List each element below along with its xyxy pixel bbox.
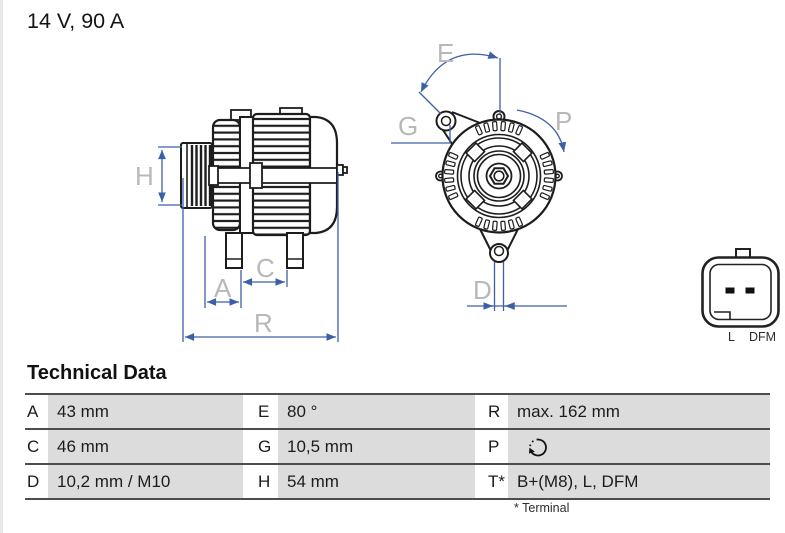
connector-outline bbox=[701, 256, 780, 328]
cell-key-E: E bbox=[243, 395, 278, 428]
cell-key-T: T* bbox=[475, 465, 508, 498]
dimension-G bbox=[391, 125, 451, 144]
cell-key-G: G bbox=[243, 430, 278, 463]
connector-label-DFM: DFM bbox=[749, 330, 776, 344]
table-title: Technical Data bbox=[27, 362, 167, 384]
cell-value-E: 80 ° bbox=[278, 395, 475, 428]
pulley bbox=[180, 142, 213, 209]
dim-label-R: R bbox=[254, 308, 273, 338]
dimension-C bbox=[243, 270, 288, 287]
connector-label-L: L bbox=[728, 330, 735, 344]
cell-value-P bbox=[508, 430, 770, 463]
rotation-arrow-P bbox=[516, 109, 567, 153]
connector-diagram: L DFM bbox=[701, 248, 780, 344]
dimension-H bbox=[158, 146, 182, 206]
cell-value-H: 54 mm bbox=[278, 465, 475, 498]
rotation-direction-icon bbox=[529, 438, 547, 456]
page-title: 14 V, 90 A bbox=[27, 9, 125, 33]
connector-keying-notch bbox=[714, 311, 731, 320]
dimension-E bbox=[418, 51, 501, 115]
connector-tab bbox=[735, 248, 751, 258]
technical-drawing: H A C R bbox=[135, 38, 780, 344]
technical-data-table: A 43 mm E 80 ° R max. 162 mm C 46 mm G 1… bbox=[25, 393, 770, 500]
connector-pin-DFM bbox=[745, 287, 755, 294]
stator-tabs bbox=[464, 141, 534, 211]
cell-key-C: C bbox=[25, 430, 48, 463]
alternator-body-side bbox=[208, 107, 348, 269]
cell-value-D: 10,2 mm / M10 bbox=[48, 465, 243, 498]
cell-key-H: H bbox=[243, 465, 278, 498]
cell-key-P: P bbox=[475, 430, 508, 463]
dim-label-A: A bbox=[214, 273, 232, 303]
side-view-drawing: H A C R bbox=[135, 107, 348, 342]
dim-label-C: C bbox=[256, 253, 275, 283]
dim-label-E: E bbox=[437, 38, 454, 68]
cell-value-G: 10,5 mm bbox=[278, 430, 475, 463]
mounting-feet bbox=[225, 232, 304, 269]
dimension-R bbox=[182, 172, 339, 342]
dim-label-P: P bbox=[555, 106, 572, 136]
dim-label-H: H bbox=[135, 161, 154, 191]
front-view-dimensions bbox=[391, 51, 567, 311]
cell-key-A: A bbox=[25, 395, 48, 428]
side-view-dimensions bbox=[158, 146, 339, 342]
pulley-nut bbox=[488, 167, 510, 185]
lower-mounting-lug bbox=[479, 228, 519, 263]
table-row: D 10,2 mm / M10 H 54 mm T* B+(M8), L, DF… bbox=[25, 465, 770, 500]
cell-value-A: 43 mm bbox=[48, 395, 243, 428]
dimension-D bbox=[467, 262, 567, 311]
cell-value-T: B+(M8), L, DFM bbox=[508, 465, 770, 498]
cell-value-C: 46 mm bbox=[48, 430, 243, 463]
table-row: C 46 mm G 10,5 mm P bbox=[25, 430, 770, 465]
page-edge bbox=[0, 0, 3, 533]
dim-label-G: G bbox=[398, 111, 418, 141]
vent-slots bbox=[444, 121, 554, 231]
dim-label-D: D bbox=[473, 275, 492, 305]
front-view-drawing: E G P D bbox=[391, 38, 572, 311]
terminal-footnote: * Terminal bbox=[514, 501, 570, 515]
dimension-A bbox=[204, 236, 242, 308]
table-row: A 43 mm E 80 ° R max. 162 mm bbox=[25, 395, 770, 430]
connector-pin-L bbox=[725, 287, 735, 294]
cell-key-R: R bbox=[475, 395, 508, 428]
cell-value-R: max. 162 mm bbox=[508, 395, 770, 428]
terminal-stud bbox=[336, 164, 348, 176]
cell-key-D: D bbox=[25, 465, 48, 498]
